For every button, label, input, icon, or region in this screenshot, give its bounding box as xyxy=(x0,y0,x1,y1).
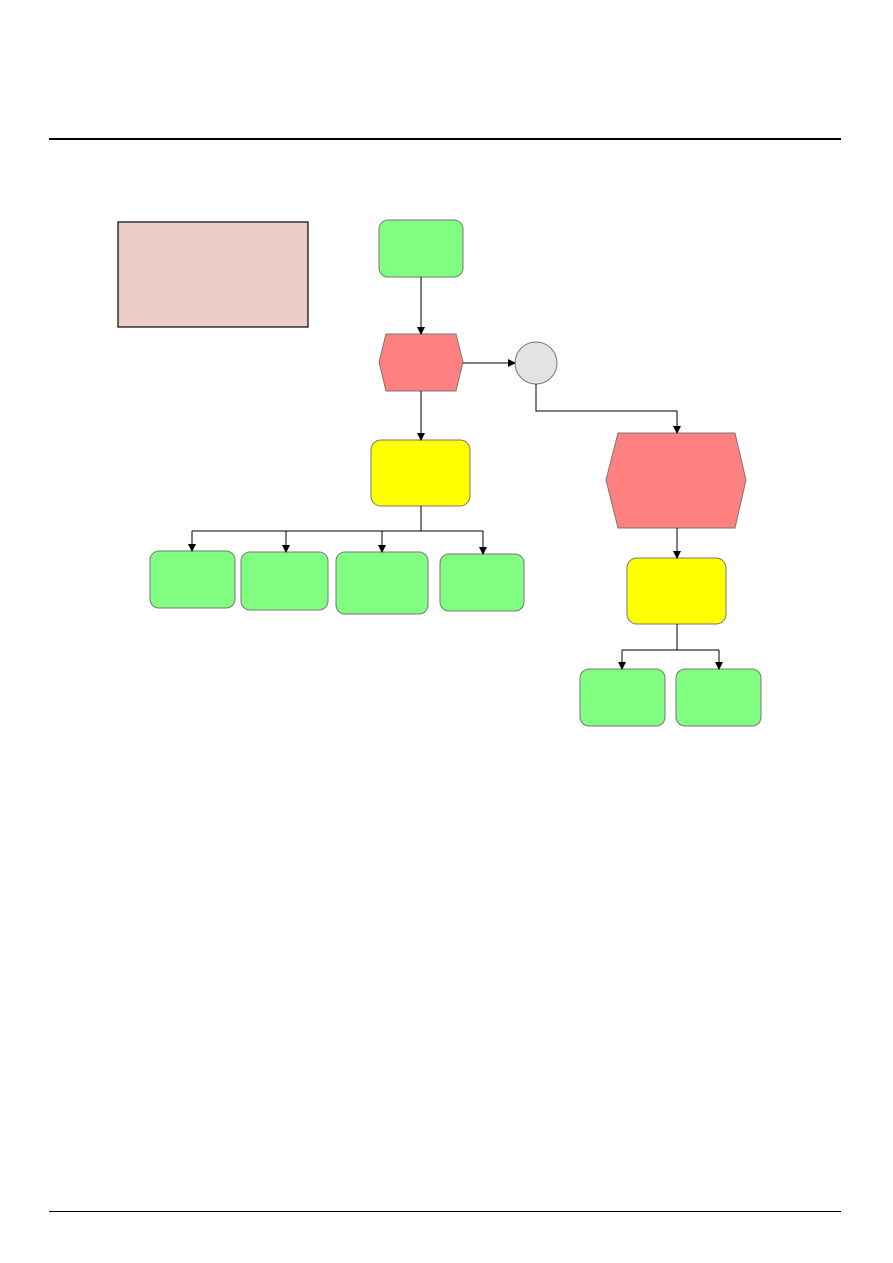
event-box-2[interactable] xyxy=(240,551,329,611)
event-box-3[interactable] xyxy=(335,551,429,615)
event-box-5[interactable] xyxy=(579,668,666,727)
start-event[interactable] xyxy=(378,219,464,278)
header-rule xyxy=(49,138,841,140)
function-hexagon-large[interactable] xyxy=(605,432,747,529)
footer-rule xyxy=(49,1211,841,1212)
connector-circle[interactable] xyxy=(514,341,558,385)
connector-lines xyxy=(188,277,723,670)
event-box-4[interactable] xyxy=(439,553,525,612)
event-box-6[interactable] xyxy=(675,668,762,727)
function-hexagon[interactable] xyxy=(378,333,464,392)
event-box-1[interactable] xyxy=(149,550,236,609)
org-unit-right[interactable] xyxy=(626,557,727,625)
arrow-connector-to-function xyxy=(535,384,681,434)
org-unit-left[interactable] xyxy=(370,439,471,507)
legend-box xyxy=(117,221,309,328)
